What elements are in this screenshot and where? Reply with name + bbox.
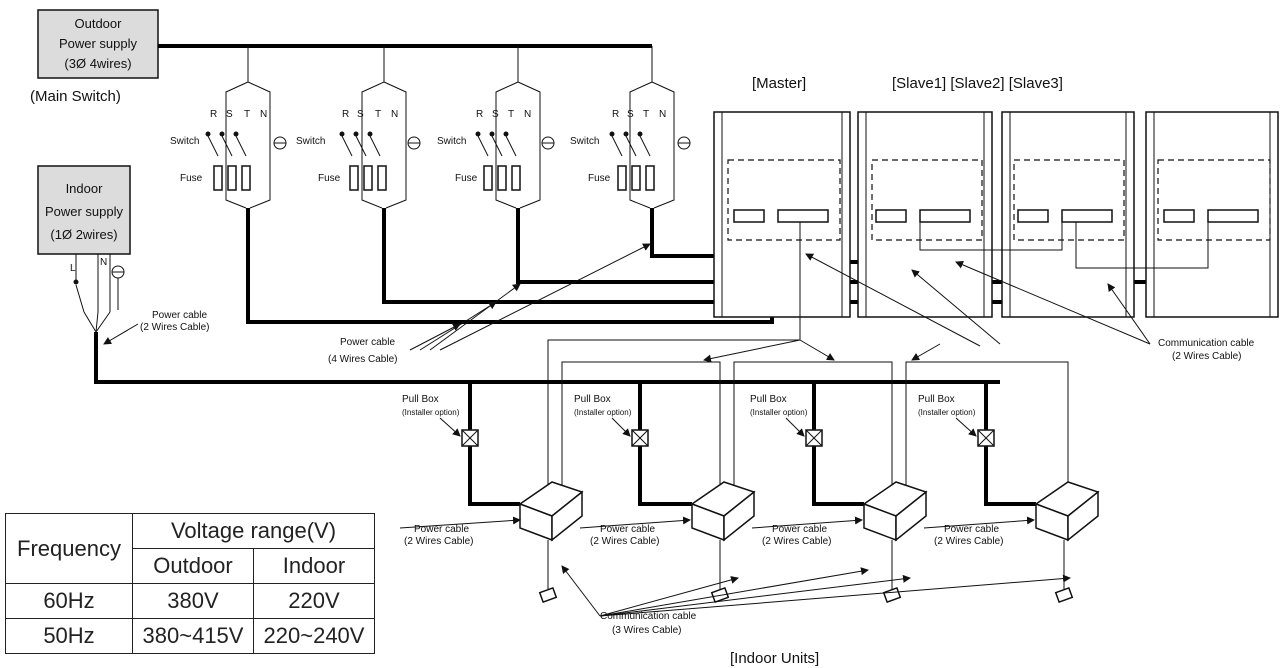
four-wires-label: (4 Wires Cable) [328, 354, 397, 365]
comm-loop-1 [561, 361, 721, 500]
indoor-L-label: L [70, 263, 76, 274]
switch-label: Switch [296, 136, 325, 147]
comm-trunk [547, 222, 801, 500]
comm-loop-2 [733, 361, 893, 500]
outdoor-power-supply: Outdoor Power supply (3Ø 4wires) [37, 9, 159, 79]
power-cable-label: Power cable [340, 337, 395, 348]
two-wires-label: (2 Wires Cable) [140, 322, 209, 333]
header-voltage: Voltage range(V) [132, 513, 375, 549]
comm-loop-3 [905, 361, 1069, 500]
svg-text:Power cable: Power cable [772, 524, 827, 535]
svg-text:S: S [357, 109, 364, 120]
power-feed-1 [246, 208, 774, 324]
outdoor-supply-line1: Outdoor [75, 16, 123, 31]
slave-labels: [Slave1] [Slave2] [Slave3] [892, 75, 1063, 92]
svg-text:S: S [627, 109, 634, 120]
indoor-branch-3 [805, 382, 928, 604]
svg-text:N: N [391, 109, 398, 120]
header-indoor: Indoor [253, 548, 375, 584]
svg-text:N: N [659, 109, 666, 120]
switch-label: Switch [170, 136, 199, 147]
pull-box-label: Pull Box [402, 394, 439, 405]
svg-text:R: R [476, 109, 483, 120]
svg-text:T: T [244, 109, 250, 120]
installer-option-label: (Installer option) [574, 408, 632, 417]
comm-link-1 [919, 222, 1063, 251]
pull-box-label: Pull Box [918, 394, 955, 405]
comm-link-2 [1075, 222, 1209, 269]
indoor-supply-line3: (1Ø 2wires) [50, 227, 117, 242]
voltage-spec-table: Frequency Voltage range(V) Outdoor Indoo… [5, 513, 375, 654]
pull-box-label: Pull Box [574, 394, 611, 405]
outdoor-unit-slave3 [1145, 111, 1279, 318]
comm-cable-3-label: (3 Wires Cable) [612, 625, 681, 636]
breaker-group-4: R S T N Switch Fuse [570, 46, 691, 209]
svg-text:S: S [226, 109, 233, 120]
remote-controller-icon [882, 586, 902, 604]
header-frequency: Frequency [5, 513, 133, 584]
indoor-N-label: N [100, 257, 107, 268]
indoor-branch-4 [977, 382, 1100, 604]
outdoor-unit-master [713, 111, 851, 318]
svg-text:T: T [643, 109, 649, 120]
indoor-branch-1 [461, 382, 584, 604]
comm-cable-label-bottom: Communication cable [600, 611, 697, 622]
svg-text:T: T [508, 109, 514, 120]
indoor-power-supply: Indoor Power supply (1Ø 2wires) [37, 165, 131, 255]
svg-text:N: N [524, 109, 531, 120]
fuse-label: Fuse [318, 173, 341, 184]
table-row: 50Hz 380~415V 220~240V [5, 618, 375, 654]
indoor-supply-line1: Indoor [66, 181, 104, 196]
breaker-group-1: R S T N Switch Fuse [170, 46, 287, 209]
svg-text:T: T [375, 109, 381, 120]
svg-text:(2 Wires Cable): (2 Wires Cable) [934, 536, 1003, 547]
master-label: [Master] [752, 75, 806, 92]
svg-text:R: R [612, 109, 619, 120]
installer-option-label: (Installer option) [402, 408, 460, 417]
svg-text:(2 Wires Cable): (2 Wires Cable) [590, 536, 659, 547]
svg-text:R: R [210, 109, 217, 120]
main-switch-label: (Main Switch) [30, 88, 121, 105]
power-cable-label: Power cable [152, 310, 207, 321]
remote-controller-icon [1054, 586, 1074, 604]
svg-text:(2 Wires Cable): (2 Wires Cable) [762, 536, 831, 547]
installer-option-label: (Installer option) [750, 408, 808, 417]
switch-label: Switch [570, 136, 599, 147]
breaker-group-2: R S T N Switch Fuse [296, 46, 421, 209]
comm-cable-label: Communication cable [1158, 338, 1255, 349]
svg-text:Power cable: Power cable [414, 524, 469, 535]
switch-label: Switch [437, 136, 466, 147]
header-outdoor: Outdoor [132, 548, 254, 584]
outdoor-unit-slave2 [1001, 111, 1135, 318]
outdoor-unit-slave1 [857, 111, 993, 318]
indoor-supply-line2: Power supply [45, 204, 124, 219]
remote-controller-icon [538, 586, 558, 604]
fuse-label: Fuse [180, 173, 203, 184]
fuse-label: Fuse [588, 173, 611, 184]
svg-text:Power cable: Power cable [944, 524, 999, 535]
indoor-switch-wiring [73, 254, 125, 333]
outdoor-supply-line3: (3Ø 4wires) [64, 56, 131, 71]
svg-text:N: N [260, 109, 267, 120]
svg-text:R: R [342, 109, 349, 120]
indoor-power-bus [94, 332, 1000, 384]
svg-text:S: S [492, 109, 499, 120]
pull-box-label: Pull Box [750, 394, 787, 405]
comm-cable-2-label: (2 Wires Cable) [1172, 351, 1241, 362]
fuse-label: Fuse [455, 173, 478, 184]
outdoor-supply-line2: Power supply [59, 36, 138, 51]
svg-text:Power cable: Power cable [600, 524, 655, 535]
installer-option-label: (Installer option) [918, 408, 976, 417]
svg-text:(2 Wires Cable): (2 Wires Cable) [404, 536, 473, 547]
indoor-units-label: [Indoor Units] [730, 650, 819, 667]
breaker-group-3: R S T N Switch Fuse [437, 46, 555, 209]
table-row: 60Hz 380V 220V [5, 583, 375, 619]
indoor-branch-2 [631, 382, 756, 604]
